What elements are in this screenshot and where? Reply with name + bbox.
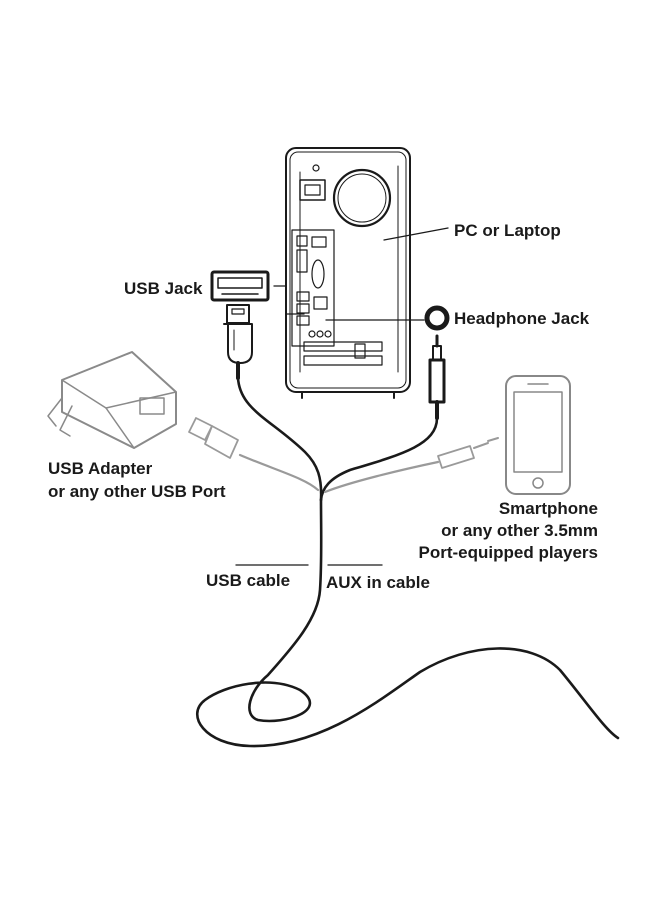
headphone-jack-icon xyxy=(424,305,450,331)
smartphone-label-3: Port-equipped players xyxy=(418,543,598,562)
usb-adapter-icon xyxy=(47,351,177,449)
usb-cable-label: USB cable xyxy=(206,571,291,590)
audio-plug-icon xyxy=(428,334,446,420)
smartphone-icon xyxy=(505,375,571,495)
usb-plug-icon xyxy=(223,304,253,380)
usb-adapter-label-2: or any other USB Port xyxy=(48,482,226,501)
smartphone-label-1: Smartphone xyxy=(498,499,598,518)
usb-jack-icon xyxy=(210,270,270,302)
usb-plug-faded-icon xyxy=(188,417,239,459)
aux-cable-label: AUX in cable xyxy=(326,573,430,592)
pc-tower-icon xyxy=(285,147,411,399)
usb-adapter-label-1: USB Adapter xyxy=(48,459,153,478)
audio-plug-faded-icon xyxy=(437,437,499,469)
pc-label: PC or Laptop xyxy=(454,221,561,240)
smartphone-label-2: or any other 3.5mm xyxy=(441,521,598,540)
headphone-jack-label: Headphone Jack xyxy=(454,309,590,328)
usb-jack-label: USB Jack xyxy=(124,279,203,298)
